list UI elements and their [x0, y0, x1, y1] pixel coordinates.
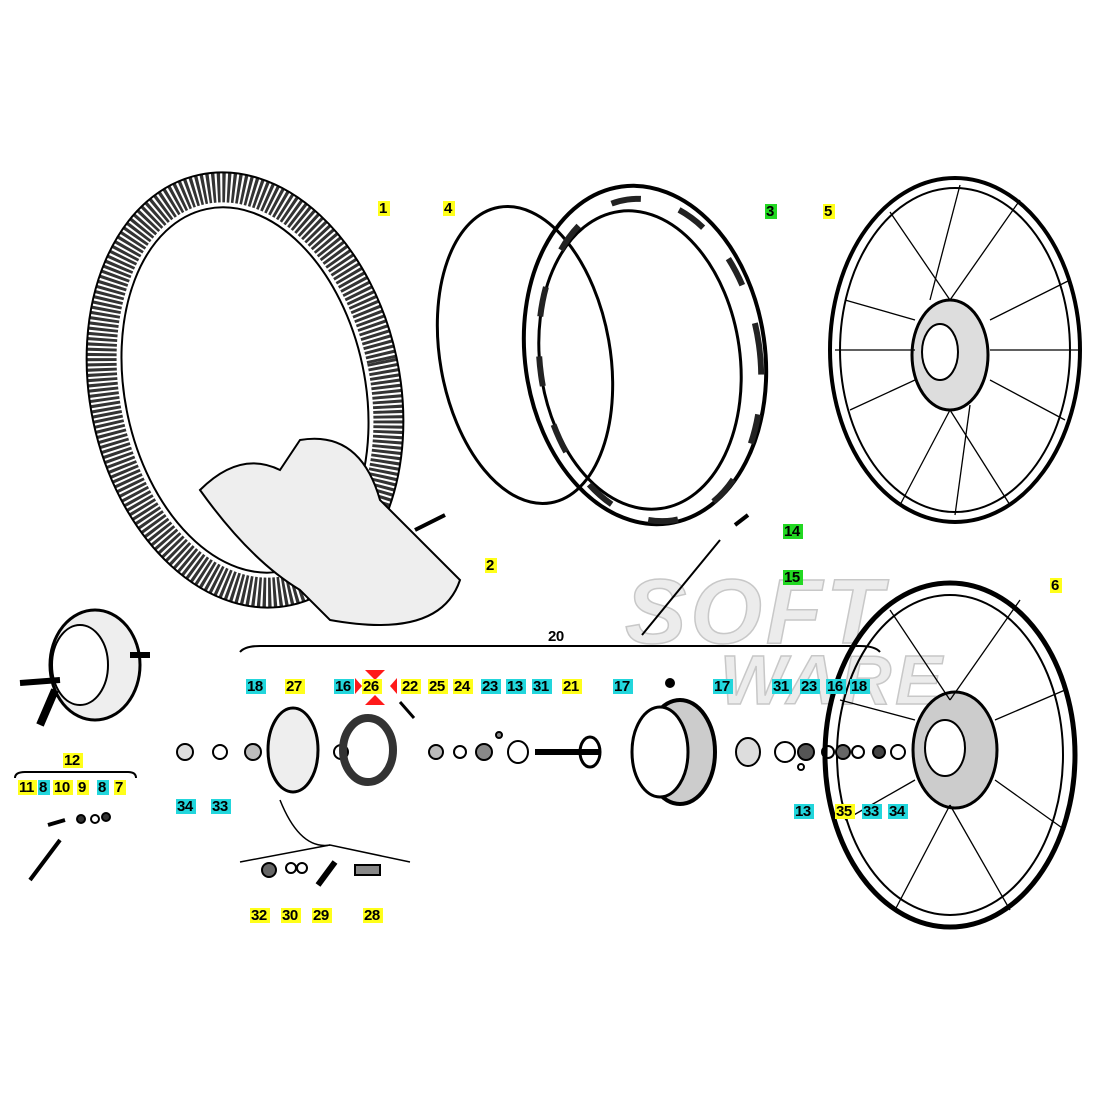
inner-tube-drawing — [198, 437, 462, 626]
part-label-17: 17 — [613, 679, 633, 694]
part-label-9: 9 — [77, 780, 89, 795]
part-label-14: 14 — [783, 524, 803, 539]
part-label-18b: 18 — [850, 679, 870, 694]
part-label-26: 26 — [362, 679, 382, 694]
part-label-3: 3 — [765, 204, 777, 219]
part-label-21: 21 — [562, 679, 582, 694]
part-label-31: 31 — [532, 679, 552, 694]
part-label-34: 34 — [176, 799, 196, 814]
part-label-4: 4 — [443, 201, 455, 216]
rim-drawing — [521, 183, 769, 527]
part-label-35: 35 — [835, 804, 855, 819]
part-label-6: 6 — [1050, 578, 1062, 593]
part-label-7: 7 — [114, 780, 126, 795]
part-label-25: 25 — [428, 679, 448, 694]
part-label-18: 18 — [246, 679, 266, 694]
part-label-33b: 33 — [862, 804, 882, 819]
part-label-29: 29 — [312, 908, 332, 923]
part-label-23b: 23 — [800, 679, 820, 694]
part-label-22: 22 — [401, 679, 421, 694]
small-parts-row — [28, 678, 906, 887]
part-label-24: 24 — [453, 679, 473, 694]
part-label-5: 5 — [823, 204, 835, 219]
part-label-2: 2 — [485, 558, 497, 573]
part-label-10: 10 — [53, 780, 73, 795]
part-label-20: 20 — [548, 628, 564, 645]
spoke-drawing — [641, 539, 721, 636]
part-label-8b: 8 — [97, 780, 109, 795]
part-label-8: 8 — [38, 780, 50, 795]
part-label-33: 33 — [211, 799, 231, 814]
part-label-34b: 34 — [888, 804, 908, 819]
part-label-13: 13 — [506, 679, 526, 694]
spoked-wheel-drawing — [828, 176, 1082, 524]
part-label-11: 11 — [18, 780, 37, 795]
part-label-16: 16 — [334, 679, 354, 694]
part-label-17b: 17 — [713, 679, 733, 694]
part-label-16b: 16 — [826, 679, 846, 694]
part-label-12: 12 — [63, 753, 83, 768]
part-label-1: 1 — [378, 201, 390, 216]
part-label-13b: 13 — [794, 804, 814, 819]
part-label-15: 15 — [783, 570, 803, 585]
part-label-23: 23 — [481, 679, 501, 694]
highlight-markers — [355, 670, 397, 705]
part-label-31b: 31 — [772, 679, 792, 694]
part-label-28: 28 — [363, 908, 383, 923]
assembly-bracket — [239, 645, 881, 653]
part-label-27: 27 — [285, 679, 305, 694]
rim-band-drawing — [435, 205, 615, 505]
hub-assembly-drawing — [19, 608, 150, 727]
bracket-12 — [14, 771, 137, 779]
nipple-drawing — [733, 513, 750, 527]
part-label-30: 30 — [281, 908, 301, 923]
part-label-32: 32 — [250, 908, 270, 923]
rear-wheel-drawing — [822, 580, 1078, 930]
